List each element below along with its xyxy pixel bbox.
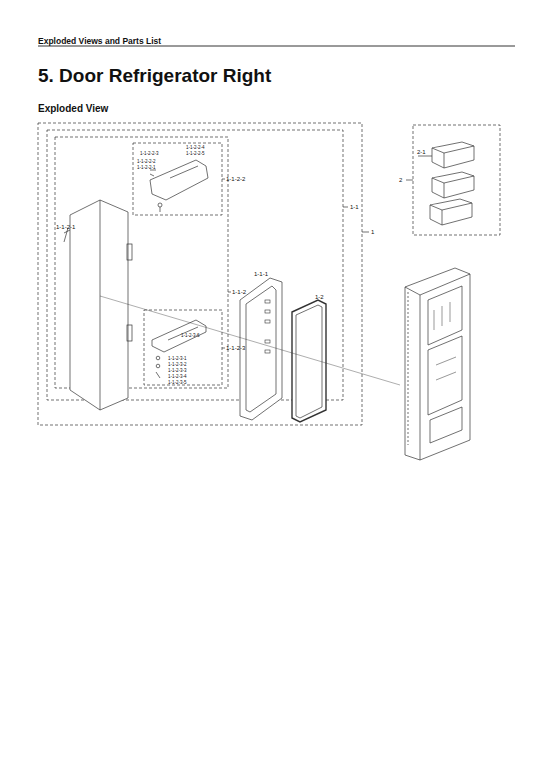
callout-number: 1-1-2-3-3 <box>168 369 187 374</box>
callout-number: 1-1-2-3-2 <box>168 363 187 368</box>
callout-number: 1-1-1 <box>254 271 268 277</box>
callout-number: 1-1-2-3-6 <box>181 334 200 339</box>
section-heading: Exploded View <box>38 104 108 114</box>
page-header: Exploded Views and Parts List <box>38 37 161 46</box>
callout-number: 1-1-2-2 <box>226 176 245 182</box>
callout-number: 1-2 <box>315 294 324 300</box>
callout-number: 2 <box>399 177 402 183</box>
callout-number: 1-1-2-3-4 <box>168 375 187 380</box>
callout-number: 1-1-2-2-1 <box>137 166 156 171</box>
callout-number: 1-1-2-1 <box>56 224 75 230</box>
page-title: 5. Door Refrigerator Right <box>38 66 271 85</box>
callout-number: 1-1-2-2-5 <box>186 152 205 157</box>
callout-number: 2-1 <box>417 149 426 155</box>
callout-number: 1 <box>371 229 374 235</box>
callout-number: 1-1-2-3 <box>226 345 245 351</box>
callout-number: 1-1 <box>350 204 359 210</box>
callout-number: 1-1-2-2-2 <box>137 160 156 165</box>
callout-number: 1-1-2-3-5 <box>168 381 187 386</box>
callout-number: 1-1-2-2-4 <box>186 146 205 151</box>
callout-number: 1-1-2-2-3 <box>140 152 159 157</box>
callout-number: 1-1-2-3-1 <box>168 357 187 362</box>
callout-number: 1-1-2 <box>232 289 246 295</box>
